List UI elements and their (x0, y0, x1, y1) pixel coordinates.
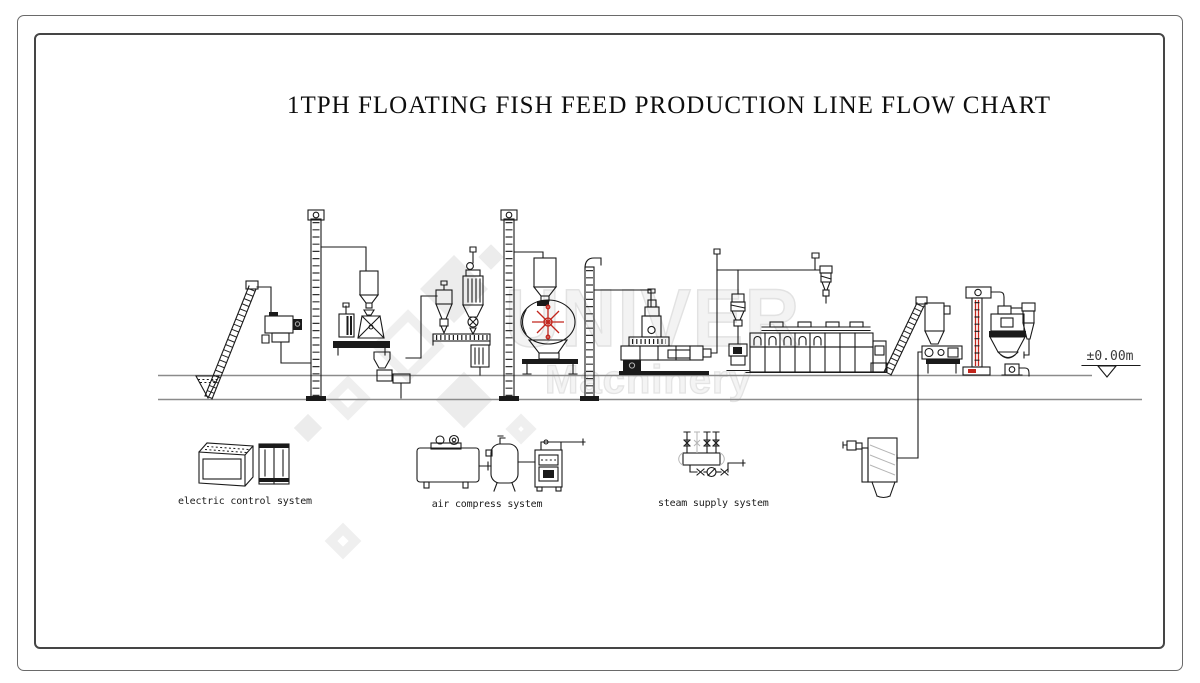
cooling-incline-conveyor (883, 296, 928, 376)
mixer-hopper (532, 257, 558, 302)
electric-control-icons (198, 442, 290, 487)
label-air-compress-system: air compress system (431, 499, 543, 510)
dryer-feeder (716, 269, 821, 372)
coating-machine (921, 302, 963, 374)
watermark-subtext: Machinery (544, 357, 752, 402)
grinding-section (405, 246, 491, 376)
inner-border (34, 33, 1165, 649)
batching-scale (333, 270, 411, 399)
label-electric-control-system: electric control system (178, 496, 312, 507)
bucket-elevator-2 (499, 209, 544, 401)
bucket-elevator-4 (962, 286, 1005, 376)
label-steam-supply-system: steam supply system (658, 498, 769, 509)
ground-lines (158, 374, 1142, 401)
bucket-elevator-3 (580, 257, 652, 401)
steam-supply-icons (678, 431, 746, 478)
bucket-elevator-1 (306, 209, 367, 401)
intake-conveyor (195, 280, 272, 400)
elevation-label: ±0.00m (1086, 349, 1134, 364)
cooler (989, 305, 1030, 377)
watermark-text: UNIVER (504, 272, 802, 365)
dryer (745, 321, 888, 374)
cooler-fan-unit (842, 351, 922, 499)
mixer (520, 299, 578, 375)
page-title: 1TPH FLOATING FISH FEED PRODUCTION LINE … (287, 92, 1052, 119)
elevation-mark (1081, 364, 1141, 378)
outer-border (17, 15, 1183, 671)
air-compress-icons (416, 434, 586, 492)
crusher (261, 312, 312, 364)
cooler-cyclone (1010, 302, 1036, 359)
extruder (619, 248, 721, 375)
dryer-top-cyclone (811, 252, 833, 304)
